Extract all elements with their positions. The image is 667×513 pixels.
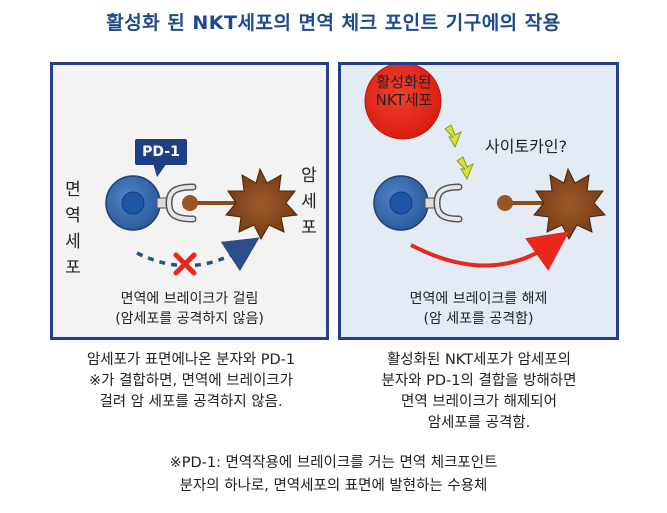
pd1-receptor <box>156 183 197 223</box>
left-diagram <box>105 167 299 276</box>
left-caption-line2: (암세포를 공격하지 않음) <box>115 311 264 327</box>
cancer-cell <box>533 167 607 241</box>
immune-cell <box>105 175 161 231</box>
left-caption-line1: 면역에 브레이크가 걸림 <box>120 291 259 307</box>
immune-cell-label: 면 역 세 포 <box>65 180 81 278</box>
cytokine-arrows <box>444 124 474 181</box>
footnote: ※PD-1: 면역작용에 브레이크를 거는 면역 체크포인트 분자의 하나로, … <box>169 455 498 494</box>
right-caption-line2: (암 세포를 공격함) <box>423 311 534 327</box>
cancer-cell-label: 암 세 포 <box>301 166 317 238</box>
cross-icon <box>173 252 197 276</box>
cytokine-label: 사이토카인? <box>485 137 568 156</box>
immune-cell <box>373 175 429 231</box>
activated-nkt-cell <box>364 65 442 140</box>
page-title: 활성화 된 NKT세포의 면역 체크 포인트 기구에의 작용 <box>106 12 561 34</box>
right-description: 활성화된 NKT세포가 암세포의 분자와 PD-1의 결합을 방해하면 면역 브… <box>381 352 577 431</box>
right-diagram <box>364 65 607 271</box>
pd1-label-pointer <box>153 163 167 177</box>
right-panel-released: 활성화된 NKT세포 사이토카인? 면역에 브레이크를 해제 (암 세포를 공격… <box>338 62 619 340</box>
right-caption-line1: 면역에 브레이크를 해제 <box>409 291 548 307</box>
left-panel-braked: PD-1 면 역 세 포 암 세 포 면역에 브레이크가 걸림 (암세포를 공격… <box>50 62 329 340</box>
cancer-cell <box>225 167 299 241</box>
activated-nkt-label: 활성화된 NKT세포 <box>375 73 433 109</box>
blocked-attack-arrow <box>136 237 260 272</box>
left-description: 암세포가 표면에나온 분자와 PD-1 ※가 결합하면, 면역에 브레이크가 걸… <box>86 352 296 410</box>
pd1-label: PD-1 <box>135 139 187 165</box>
cancer-ligand <box>182 195 238 211</box>
pd1-receptor <box>424 183 463 223</box>
attack-arrow <box>410 231 570 271</box>
cancer-ligand <box>497 195 546 211</box>
